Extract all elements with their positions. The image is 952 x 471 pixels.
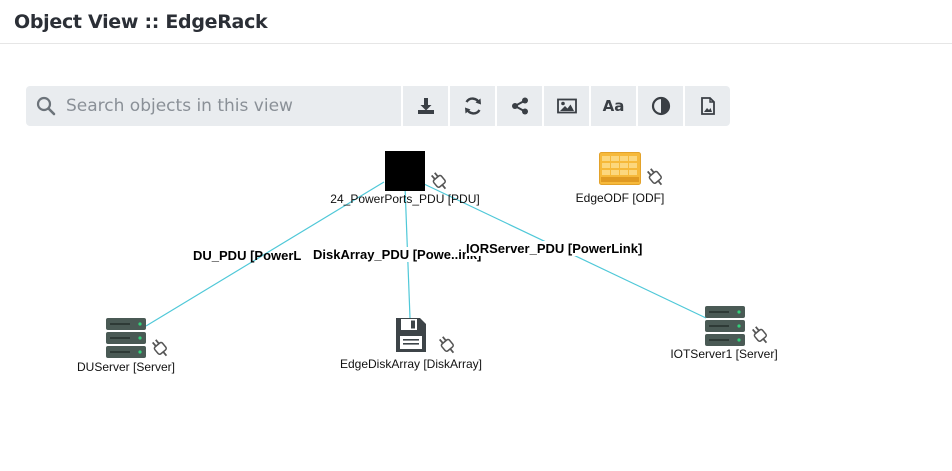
power-plug-icon [751,326,768,344]
node-label-iot: IOTServer1 [Server] [670,347,778,361]
search-box[interactable] [26,86,401,126]
node-label-du: DUServer [Server] [76,360,176,374]
image-button[interactable] [544,86,589,126]
graph-links [145,181,707,327]
node-label-disk: EdgeDiskArray [DiskArray] [339,357,483,371]
power-plug-icon [438,336,455,354]
node-label-odf: EdgeODF [ODF] [575,191,665,205]
page-header: Object View :: EdgeRack [0,0,952,44]
refresh-button[interactable] [450,86,495,126]
node-label-pdu: 24_PowerPorts_PDU [PDU] [330,192,480,206]
refresh-icon [464,97,481,115]
font-button[interactable]: Aa [591,86,636,126]
contrast-icon [651,96,670,116]
edge-label-diskarray-pdu[interactable]: DiskArray_PDU [Powe..ink] [313,247,482,262]
odf-icon[interactable] [599,152,641,185]
link-du-pdu[interactable] [145,181,385,327]
node-pdu[interactable] [385,151,425,191]
pdu-icon [385,151,425,191]
share-button[interactable] [497,86,542,126]
view-toolbar: Aa [26,86,730,126]
server-icon[interactable] [705,306,745,346]
search-icon [36,96,56,116]
page-title: Object View :: EdgeRack [14,11,268,33]
power-plug-icon [646,168,663,186]
download-icon [417,98,434,114]
power-plug-icon [151,339,168,357]
edge-label-iorserver-pdu[interactable]: IORServer_PDU [PowerLink] [466,241,643,256]
image-icon [556,98,577,114]
document-icon [700,97,715,115]
power-plug-icon [430,172,447,190]
object-graph-canvas[interactable]: 24_PowerPorts_PDU [PDU] EdgeODF [ODF] [0,130,952,471]
disk-array-icon[interactable] [395,317,427,353]
search-input[interactable] [64,95,388,117]
download-button[interactable] [403,86,448,126]
contrast-button[interactable] [638,86,683,126]
document-button[interactable] [685,86,730,126]
share-icon [511,97,528,115]
edge-label-du-pdu[interactable]: DU_PDU [PowerL [193,248,302,263]
server-icon[interactable] [106,318,146,358]
font-icon: Aa [602,97,625,115]
